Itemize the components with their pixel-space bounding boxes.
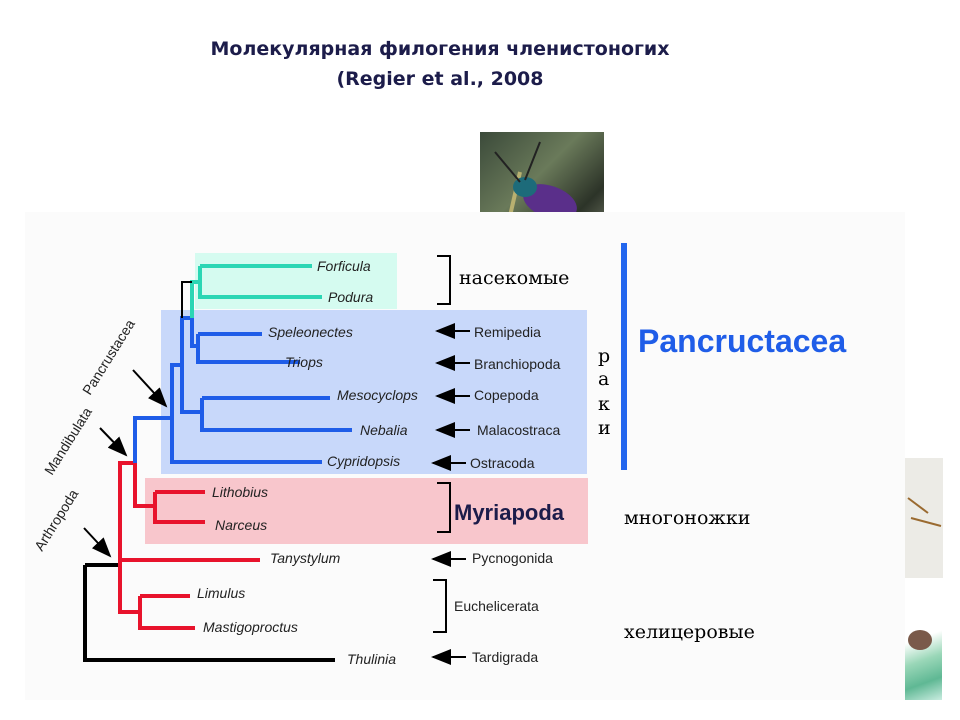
group-tardigrada: Tardigrada: [472, 649, 538, 665]
group-remipedia: Remipedia: [474, 324, 541, 340]
group-malacostraca: Malacostraca: [477, 422, 560, 438]
taxon-speleonectes: Speleonectes: [268, 324, 353, 340]
label-pancrustacea: Pancructacea: [638, 323, 846, 359]
label-insects-ru: насекомые: [459, 267, 569, 289]
taxon-lithobius: Lithobius: [212, 484, 268, 500]
group-copepoda: Copepoda: [474, 387, 539, 403]
taxon-mastigoproctus: Mastigoproctus: [203, 619, 298, 635]
group-ostracoda: Ostracoda: [470, 455, 535, 471]
group-branchiopoda: Branchiopoda: [474, 356, 561, 372]
taxon-narceus: Narceus: [215, 517, 267, 533]
label-crustaceans-a: а: [598, 368, 609, 390]
taxon-nebalia: Nebalia: [360, 422, 408, 438]
taxon-thulinia: Thulinia: [347, 651, 396, 667]
taxon-mesocyclops: Mesocyclops: [337, 387, 418, 403]
taxon-tanystylum: Tanystylum: [270, 550, 341, 566]
taxon-forficula: Forficula: [317, 258, 371, 274]
taxon-cypridopsis: Cypridopsis: [327, 453, 400, 469]
label-chelicerates-ru: хелицеровые: [624, 621, 755, 643]
label-crustaceans-i: и: [598, 417, 611, 439]
label-crustaceans-k: к: [598, 393, 610, 415]
label-myriapods-ru: многоножки: [624, 507, 750, 529]
taxon-limulus: Limulus: [197, 585, 245, 601]
label-crustaceans-r: р: [598, 345, 610, 367]
group-pycnogonida: Pycnogonida: [472, 550, 553, 566]
taxon-podura: Podura: [328, 289, 373, 305]
group-euchelicerata: Euchelicerata: [454, 598, 539, 614]
label-myriapoda: Myriapoda: [454, 500, 565, 525]
taxon-triops: Triops: [285, 354, 323, 370]
